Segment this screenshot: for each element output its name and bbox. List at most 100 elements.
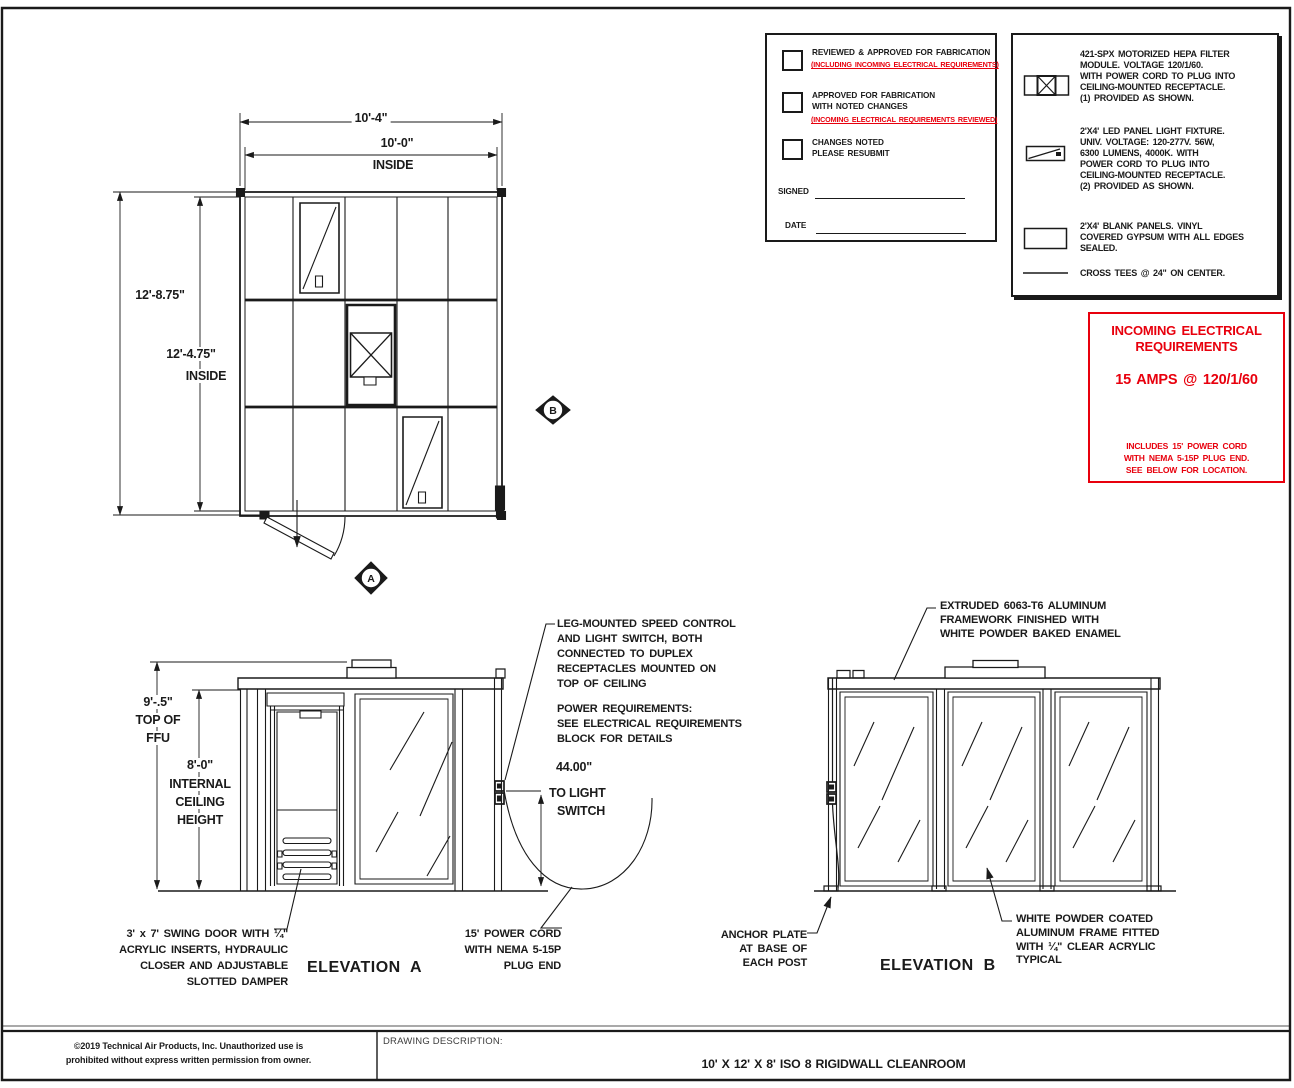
section-marker-a: A [355,562,387,594]
copyright-notice: ©2019 Technical Air Products, Inc. Unaut… [0,1039,377,1067]
legend-block: 421-SPX MOTORIZED HEPA FILTER MODULE. VO… [1011,33,1279,297]
legend-line: (2) PROVIDED AS SHOWN. [1080,181,1194,191]
date-label: DATE [785,221,807,230]
led-light-fixture-icon [403,417,442,508]
callout-line: EXTRUDED 6063-T6 ALUMINUM [940,600,1107,612]
legend-line: UNIV. VOLTAGE: 120-277V. 56W, [1080,137,1215,147]
approval-option-2: APPROVED FOR FABRICATION [812,91,936,100]
plan-view: B A [113,113,570,594]
legend-line: SEALED. [1080,243,1118,253]
approval-option-2-note: (INCOMING ELECTRICAL REQUIREMENTS REVIEW… [811,115,998,124]
door-damper-louvers [278,838,337,880]
legend-line: 2'X4' BLANK PANELS. VINYL [1080,221,1203,231]
elev-a-dim-ceiling-label1: INTERNAL [166,777,234,791]
legend-line: 421-SPX MOTORIZED HEPA FILTER [1080,49,1230,59]
callout-line: EACH POST [742,957,808,969]
legend-line: COVERED GYPSUM WITH ALL EDGES [1080,232,1244,242]
elevation-a-title: ELEVATION A [307,959,423,976]
dim-light-switch-label1: TO LIGHT [549,786,606,800]
power-cord-and-switch [827,678,839,888]
plan-dim-inner-height: 12'-4.75" [163,347,219,361]
electrical-title-2: REQUIREMENTS [1135,339,1238,354]
signed-line[interactable] [815,198,965,199]
callout-line: AT BASE OF [739,943,807,955]
elev-a-dim-ceiling-value: 8'-0" [184,758,216,772]
elev-a-dim-ceiling-label2: CEILING [172,795,228,809]
electrical-amps: 15 AMPS @ 120/1/60 [1115,372,1258,388]
sheet-border [2,8,1290,1080]
legend-tees-text: CROSS TEES @ 24" ON CENTER. [1080,268,1225,279]
hepa-filter-module-icon [347,305,395,405]
cross-tee-icon [1023,272,1068,274]
legend-line: 6300 LUMENS, 4000K. WITH [1080,148,1199,158]
plan-dim-inner-width: 10'-0" [377,136,417,150]
power-cord-exit-icon [496,486,505,518]
electrical-requirements-box: INCOMING ELECTRICAL REQUIREMENTS 15 AMPS… [1088,312,1285,483]
acrylic-panels [840,692,1147,886]
plan-dim-outer-width: 10'-4" [351,111,391,125]
callout-line: POWER REQUIREMENTS: [557,703,693,715]
callout-line: ANCHOR PLATE [720,929,807,941]
legend-line: CEILING-MOUNTED RECEPTACLE. [1080,82,1226,92]
ceiling-grid [245,197,497,511]
callout-line: WHITE POWDER COATED [1016,913,1153,925]
label-swing-door: 3' x 7' SWING DOOR WITH ¼" ACRYLIC INSER… [119,926,288,990]
label-line: SLOTTED DAMPER [186,976,288,988]
swing-door-elevation [267,693,344,886]
electrical-title-1: INCOMING ELECTRICAL [1111,323,1262,338]
approval-checkbox-2[interactable] [782,92,803,113]
callout-line: WITH ¼" CLEAR ACRYLIC [1016,940,1156,953]
label-line: 15' POWER CORD [464,928,561,940]
corner-post [498,189,506,197]
marker-b-letter: B [549,405,557,417]
callout-line: LEG-MOUNTED SPEED CONTROL [557,618,736,630]
callout-line: WHITE POWDER BAKED ENAMEL [940,627,1121,640]
led-light-fixture-icon [300,203,339,293]
label-line: 3' x 7' SWING DOOR WITH ¼" [126,928,289,940]
electrical-note-2: WITH NEMA 5-15P PLUG END. [1123,453,1250,463]
callout-line: SEE ELECTRICAL REQUIREMENTS [557,718,742,730]
blank-panel-icon [1023,227,1068,250]
copyright-line: prohibited without express written permi… [65,1055,312,1065]
elevation-a-dimensions [150,661,545,890]
callout-acrylic: WHITE POWDER COATED ALUMINUM FRAME FITTE… [1016,913,1160,968]
elev-a-dim-ceiling-label3: HEIGHT [173,813,227,827]
approval-checkbox-1[interactable] [782,50,803,71]
corner-post [237,189,245,197]
callout-line: FRAMEWORK FINISHED WITH [940,613,1099,626]
signed-label: SIGNED [778,187,809,196]
plan-inside-label-top: INSIDE [372,158,414,172]
elevation-b-leaders [807,608,1012,933]
label-line: PLUG END [503,960,561,972]
callout-line: BLOCK FOR DETAILS [557,733,673,745]
legend-line: (1) PROVIDED AS SHOWN. [1080,93,1194,103]
plan-dim-outer-height: 12'-8.75" [132,288,188,302]
plan-inside-label-left: INSIDE [182,369,230,383]
section-marker-b: B [536,396,570,424]
approval-option-3b: PLEASE RESUBMIT [812,149,890,158]
approval-option-3: CHANGES NOTED [812,138,884,147]
callout-power-requirements: POWER REQUIREMENTS: SEE ELECTRICAL REQUI… [557,702,742,747]
callout-line: CONNECTED TO DUPLEX [557,648,693,660]
legend-line: MODULE. VOLTAGE 120/1/60. [1080,60,1203,70]
label-power-cord: 15' POWER CORD WITH NEMA 5-15P PLUG END [464,926,561,974]
drawing-description-label: DRAWING DESCRIPTION: [383,1036,503,1047]
elevation-a-leaders [274,624,572,929]
legend-line: 2'X4' LED PANEL LIGHT FIXTURE. [1080,126,1225,136]
approval-checkbox-3[interactable] [782,139,803,160]
elevation-b-title: ELEVATION B [880,957,996,974]
copyright-line: ©2019 Technical Air Products, Inc. Unaut… [73,1041,304,1051]
legend-line: WITH POWER CORD TO PLUG INTO [1080,71,1236,81]
date-line[interactable] [816,233,966,234]
approval-option-2b: WITH NOTED CHANGES [812,102,908,111]
callout-anchor-plate: ANCHOR PLATE AT BASE OF EACH POST [721,928,807,970]
callout-line: AND LIGHT SWITCH, BOTH [557,633,703,645]
approval-option-1-note: (INCLUDING INCOMING ELECTRICAL REQUIREME… [811,60,999,69]
dim-light-switch-label2: SWITCH [557,804,606,818]
led-panel-icon [1025,145,1066,162]
acrylic-panel [355,694,453,884]
power-cord-loop [504,790,652,889]
legend-hepa-text: 421-SPX MOTORIZED HEPA FILTER MODULE. VO… [1080,49,1235,104]
legend-line: POWER CORD TO PLUG INTO [1080,159,1210,169]
